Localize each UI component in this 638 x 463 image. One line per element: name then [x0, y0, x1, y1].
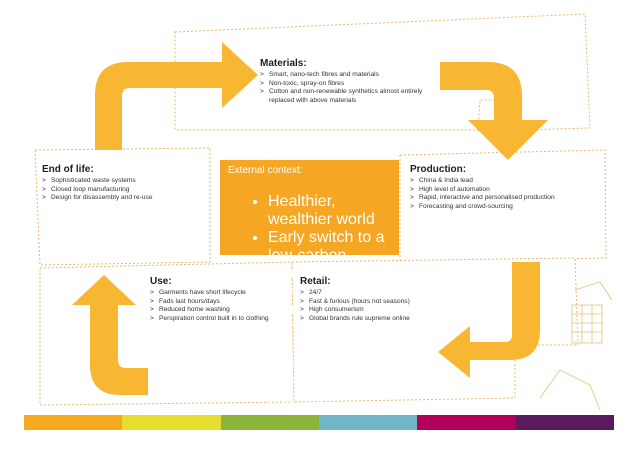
retail-item: Global brands rule supreme online [300, 315, 470, 324]
use-item: Reduced home washing [150, 306, 290, 315]
color-bar-segment [318, 415, 418, 430]
retail-panel: Retail: 24/7 Fast & furious (hours not s… [300, 276, 470, 323]
production-panel: Production: China & India lead High leve… [410, 164, 605, 211]
color-bar [24, 415, 614, 430]
end-of-life-panel: End of life: Sophisticated waste systems… [42, 164, 212, 203]
production-item: Rapid, interactive and personalised prod… [410, 194, 605, 203]
external-context-item: Early switch to a low-carbon economy [268, 229, 391, 283]
external-context-title: External context: [228, 165, 303, 176]
lifecycle-diagram: Materials: Smart, nano-tech fibres and m… [0, 0, 638, 451]
end-of-life-title: End of life: [42, 164, 94, 175]
use-title: Use: [150, 276, 172, 287]
arrow-to-end-of-life [72, 275, 148, 395]
materials-panel: Materials: Smart, nano-tech fibres and m… [260, 58, 430, 105]
use-panel: Use: Garments have short lifecycle Fads … [150, 276, 290, 323]
color-bar-segment [417, 415, 516, 430]
production-item: China & India lead [410, 177, 605, 186]
color-bar-segment [220, 415, 319, 430]
materials-item: Cotton and non-renewable synthetics almo… [260, 88, 430, 105]
retail-item: High consumerism [300, 306, 470, 315]
production-item: Forecasting and crowd-sourcing [410, 203, 605, 212]
materials-item: Non-toxic, spray-on fibres [260, 80, 430, 89]
external-context-box: External context: Healthier, wealthier w… [220, 160, 399, 462]
use-item: Garments have short lifecycle [150, 289, 290, 298]
external-context-item: Healthier, wealthier world [268, 193, 391, 229]
color-bar-segment [24, 415, 123, 430]
external-context-item: Open markets with few trade barriers [268, 355, 391, 409]
production-title: Production: [410, 164, 467, 175]
decorative-sketch [539, 281, 613, 411]
production-item: High level of automation [410, 186, 605, 195]
materials-title: Materials: [260, 58, 307, 69]
color-bar-segment [515, 415, 614, 430]
retail-item: 24/7 [300, 289, 470, 298]
end-of-life-item: Design for disassembly and re-use [42, 194, 212, 203]
arrow-to-materials [95, 42, 258, 150]
materials-item: Smart, nano-tech fibres and materials [260, 71, 430, 80]
arrow-to-production [440, 62, 548, 160]
retail-item: Fast & furious (hours not seasons) [300, 298, 470, 307]
use-item: Fads last hours/days [150, 298, 290, 307]
use-item: Perspiration control built in to clothin… [150, 315, 290, 324]
color-bar-segment [122, 415, 221, 430]
end-of-life-item: Sophisticated waste systems [42, 177, 212, 186]
arrow-to-retail [438, 262, 540, 378]
end-of-life-item: Closed loop manufacturing [42, 186, 212, 195]
retail-title: Retail: [300, 276, 331, 287]
